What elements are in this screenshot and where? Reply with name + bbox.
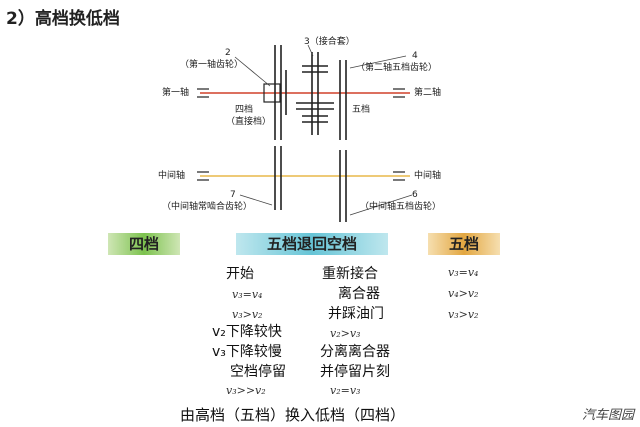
left-neutral-stay: 空档停留 — [230, 364, 286, 380]
badge-fifth-to-neutral: 五档退回空档 — [236, 233, 388, 255]
bottom-caption: 由高档（五档）换入低档（四档） — [180, 406, 406, 424]
badge-fifth-gear: 五档 — [428, 233, 500, 255]
mid-pause: 并停留片刻 — [320, 364, 390, 380]
label-2: 2 — [225, 48, 231, 58]
left-v2-fast: v₂下降较快 — [212, 324, 282, 340]
label-direct-gear: （直接档） — [226, 117, 272, 127]
label-first-shaft: 第一轴 — [162, 88, 190, 98]
left-v3-eq-v4: v₃=v₄ — [232, 288, 263, 301]
label-3-sleeve: 3（接合套） — [304, 37, 355, 47]
mid-re-engage: 重新接合 — [322, 266, 378, 282]
mid-press-throttle: 并踩油门 — [328, 306, 384, 322]
right-v3-gt-v2: v₃>v₂ — [448, 308, 479, 321]
mid-v2-eq-v3: v₂=v₃ — [330, 384, 361, 397]
left-v3-slow: v₃下降较慢 — [212, 344, 282, 360]
label-second-shaft-5th-gear: （第二轴五档齿轮） — [356, 63, 438, 73]
section-title: 2）高档换低档 — [6, 9, 120, 29]
mid-separate-clutch: 分离离合器 — [320, 344, 390, 360]
left-v3-ggt-v2: v₃>>v₂ — [226, 384, 266, 397]
gearbox-diagram — [197, 44, 413, 222]
label-countershaft-right: 中间轴 — [414, 171, 442, 181]
left-v3-gt-v2: v₃>v₂ — [232, 308, 263, 321]
right-v3-eq-v4: v₃=v₄ — [448, 266, 479, 279]
label-countershaft-5th: （中间轴五档齿轮） — [360, 202, 442, 212]
label-countershaft-left: 中间轴 — [158, 171, 186, 181]
right-v4-gt-v2: v₄>v₂ — [448, 287, 479, 300]
label-7: 7 — [230, 190, 236, 200]
label-5th-gear: 五档 — [352, 105, 371, 115]
left-start: 开始 — [226, 266, 254, 282]
label-4th-gear: 四档 — [235, 105, 254, 115]
watermark-logo: 汽车图园 — [581, 408, 634, 423]
label-second-shaft: 第二轴 — [414, 88, 442, 98]
mid-v2-gt-v3: v₂>v₃ — [330, 327, 361, 340]
label-first-shaft-gear: （第一轴齿轮） — [180, 60, 244, 70]
label-6: 6 — [412, 190, 418, 200]
mid-clutch: 离合器 — [338, 286, 380, 302]
label-4: 4 — [412, 51, 418, 61]
badge-fourth-gear: 四档 — [108, 233, 180, 255]
label-constant-mesh: （中间轴常啮合齿轮） — [162, 202, 253, 212]
